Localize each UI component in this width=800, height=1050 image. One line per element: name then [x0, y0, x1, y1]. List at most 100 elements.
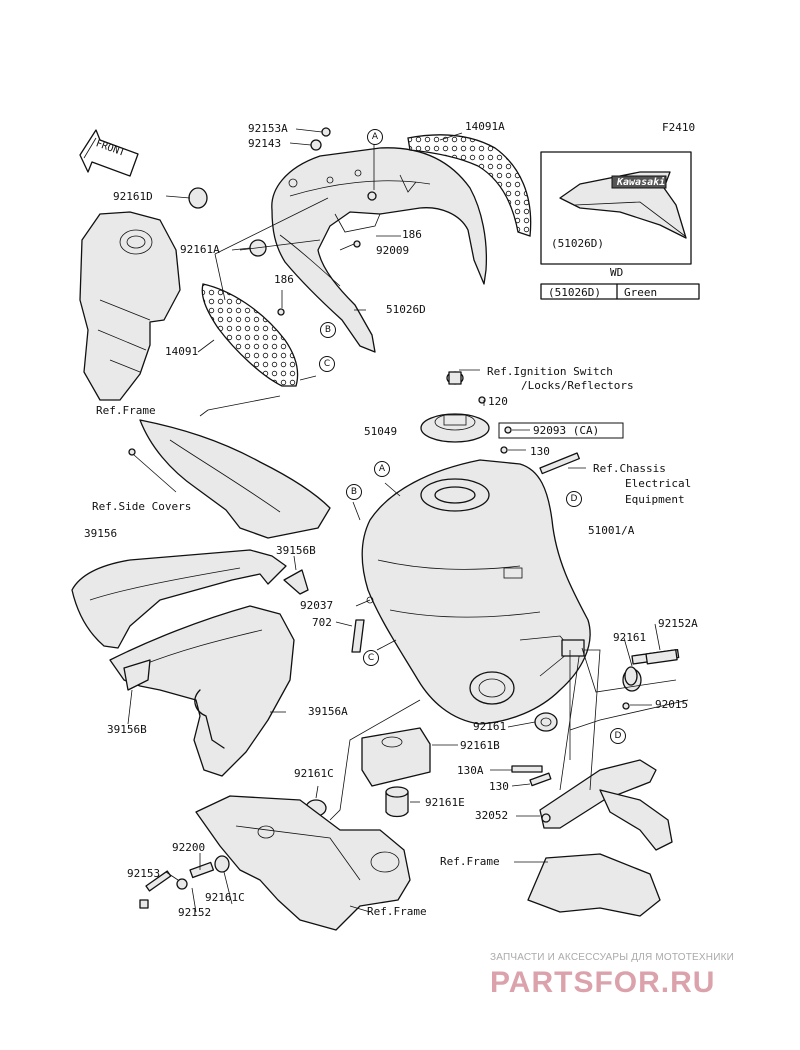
- label-39156: 39156: [84, 527, 118, 540]
- mesh-14091: [201, 283, 299, 387]
- label-ref-ignition-2: /Locks/Reflectors: [521, 379, 634, 392]
- table-part-cell: (51026D): [548, 286, 601, 299]
- ref-marker-d-2: D: [610, 728, 626, 744]
- label-92161E: 92161E: [425, 796, 465, 809]
- screw-186-top: [367, 191, 377, 201]
- rear-bracket: [527, 639, 680, 917]
- inset-box: [540, 151, 692, 265]
- label-702: 702: [312, 616, 332, 629]
- ref-marker-b-2: B: [346, 484, 362, 500]
- lower-frame: [195, 795, 411, 931]
- label-92161C-top: 92161C: [294, 767, 334, 780]
- collar-92200: [189, 861, 215, 879]
- kawasaki-logo: Kawasaki: [617, 177, 666, 188]
- clip-92009: [353, 240, 361, 248]
- label-92153: 92153: [127, 867, 161, 880]
- bush-92161-mid: [534, 712, 558, 732]
- fuel-tank-51001A: [361, 459, 591, 725]
- fuel-cap-51049: [420, 371, 490, 443]
- label-92161B: 92161B: [460, 739, 500, 752]
- bush-92161-right: [624, 666, 638, 686]
- drain-tube: [539, 452, 580, 475]
- label-120: 120: [488, 395, 508, 408]
- label-14091: 14091: [165, 345, 199, 358]
- screw-120: [478, 396, 486, 404]
- ref-marker-a: A: [367, 129, 383, 145]
- screw-130-top: [500, 446, 508, 454]
- washer-92152: [176, 878, 188, 890]
- ref-marker-b: B: [320, 322, 336, 338]
- bracket-39156B-left: [123, 659, 151, 691]
- label-92009: 92009: [376, 244, 410, 257]
- screw-side-cover: [128, 448, 136, 456]
- bolt-92015: [622, 702, 630, 710]
- watermark-tagline: ЗАПЧАСТИ И АКСЕССУАРЫ ДЛЯ МОТОТЕХНИКИ: [490, 952, 735, 963]
- bolt-130A: [511, 765, 543, 773]
- color-table: [540, 283, 700, 300]
- bush-92161C-bottom: [214, 855, 230, 873]
- label-ref-frame-1: Ref.Frame: [96, 404, 156, 417]
- bush-92161E: [385, 786, 409, 818]
- inset-part-ref: (51026D): [551, 237, 604, 250]
- label-92152A: 92152A: [658, 617, 698, 630]
- label-51026D: 51026D: [386, 303, 426, 316]
- label-130A: 130A: [457, 764, 484, 777]
- bush-92161D: [188, 187, 208, 209]
- label-39156B-top: 39156B: [276, 544, 316, 557]
- label-39156A: 39156A: [308, 705, 348, 718]
- side-cover: [139, 419, 331, 539]
- bolt-92153A: [321, 127, 331, 137]
- label-ref-chassis-2: Electrical: [625, 477, 692, 490]
- seal-92093: [504, 426, 512, 434]
- mesh-14091A: [407, 134, 532, 237]
- label-92093: 92093 (CA): [533, 424, 600, 437]
- bracket-32052: [541, 813, 551, 823]
- label-92161C-bottom: 92161C: [205, 891, 245, 904]
- figure-code: F2410: [662, 121, 696, 134]
- label-39156B-left: 39156B: [107, 723, 147, 736]
- ref-marker-c-2: C: [363, 650, 379, 666]
- label-ref-ignition-1: Ref.Ignition Switch: [487, 365, 613, 378]
- label-92015: 92015: [655, 698, 689, 711]
- label-ref-frame-2: Ref.Frame: [440, 855, 500, 868]
- label-92161-right: 92161: [613, 631, 647, 644]
- label-14091A: 14091A: [465, 120, 505, 133]
- label-ref-side-covers: Ref.Side Covers: [92, 500, 192, 513]
- table-color-cell: Green: [624, 286, 658, 299]
- ref-marker-a-2: A: [374, 461, 390, 477]
- label-92093-box: [498, 422, 624, 439]
- table-header: WD: [610, 266, 624, 279]
- cover-39156A: [109, 605, 295, 777]
- ref-marker-d: D: [566, 491, 582, 507]
- label-92152: 92152: [178, 906, 212, 919]
- label-92161-mid: 92161: [473, 720, 507, 733]
- watermark-logo: PARTSFOR.RU: [490, 966, 716, 999]
- cover-39156: [71, 549, 287, 649]
- label-92200: 92200: [172, 841, 206, 854]
- label-ref-chassis-1: Ref.Chassis: [593, 462, 666, 475]
- screw-186-mid: [277, 308, 285, 316]
- ref-marker-c: C: [319, 356, 335, 372]
- label-51001A: 51001/A: [588, 524, 635, 537]
- front-arrow-icon: [79, 129, 139, 177]
- block-92161B: [361, 727, 431, 787]
- label-186-top: 186: [402, 228, 422, 241]
- bracket-39156B-top: [283, 569, 309, 595]
- label-92161D: 92161D: [113, 190, 153, 203]
- label-51049: 51049: [364, 425, 398, 438]
- label-130-top: 130: [530, 445, 550, 458]
- label-32052: 32052: [475, 809, 509, 822]
- label-92153A: 92153A: [248, 122, 288, 135]
- frame-head: [79, 211, 181, 401]
- label-92143: 92143: [248, 137, 282, 150]
- label-ref-frame-3: Ref.Frame: [367, 905, 427, 918]
- washer-92143: [310, 139, 322, 151]
- label-130-bottom: 130: [489, 780, 509, 793]
- label-92037: 92037: [300, 599, 334, 612]
- bolt-130-bottom: [529, 772, 552, 787]
- label-ref-chassis-3: Equipment: [625, 493, 685, 506]
- label-92161A: 92161A: [180, 243, 220, 256]
- label-186-mid: 186: [274, 273, 294, 286]
